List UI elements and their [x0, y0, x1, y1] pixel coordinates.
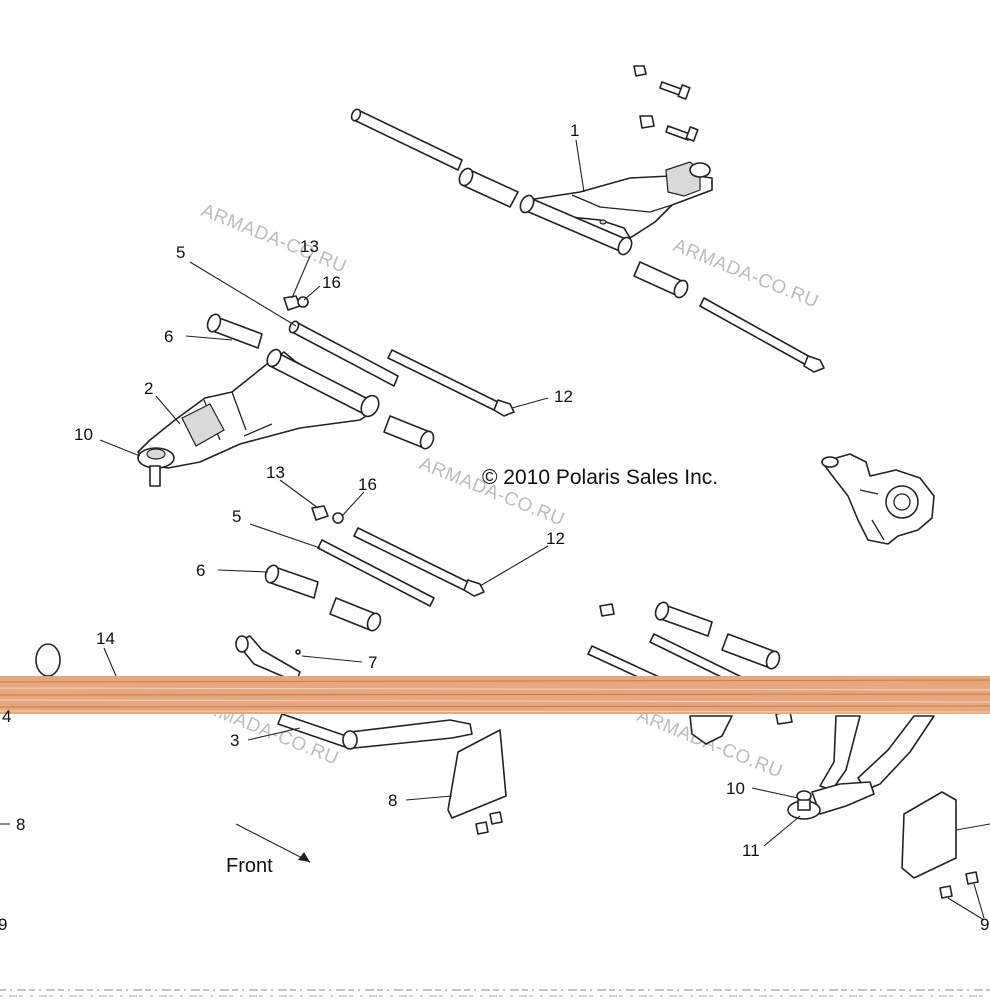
right-lower-arm — [689, 711, 935, 820]
bottom-scan-noise — [0, 989, 990, 997]
callout-13-upper: 13 — [300, 237, 319, 256]
callout-6-upper: 6 — [164, 327, 173, 346]
callout-5-lower: 5 — [232, 507, 241, 526]
callout-11: 11 — [742, 841, 760, 860]
callouts: 1 13 5 16 6 2 12 10 13 16 5 12 6 14 7 4 … — [0, 121, 989, 934]
watermark-3: ARMADA-CO.RU — [416, 453, 567, 530]
callout-14: 14 — [96, 629, 115, 648]
callout-10-right: 10 — [726, 779, 745, 798]
callout-4: 4 — [2, 707, 11, 726]
callout-16-upper: 16 — [322, 273, 341, 292]
scan-damage-band — [0, 676, 990, 714]
callout-12-upper: 12 — [554, 387, 573, 406]
callout-10-left: 10 — [74, 425, 93, 444]
callout-1: 1 — [570, 121, 579, 140]
callout-2: 2 — [144, 379, 153, 398]
callout-3: 3 — [230, 731, 239, 750]
callout-8-left: 8 — [16, 815, 25, 834]
callout-5-upper: 5 — [176, 243, 185, 262]
part-1-upper-a-arm — [350, 65, 825, 373]
part-2-left-a-arm — [137, 295, 515, 487]
front-direction-arrow — [235, 823, 311, 863]
front-label: Front — [226, 855, 273, 877]
callout-16-lower: 16 — [358, 475, 377, 494]
part-3-lower-left-arm — [35, 635, 473, 750]
callout-8-middle: 8 — [388, 791, 397, 810]
watermark-2: ARMADA-CO.RU — [670, 235, 821, 312]
watermark-1: ARMADA-CO.RU — [198, 200, 349, 277]
callout-12-lower: 12 — [546, 529, 565, 548]
steering-knuckle — [821, 453, 935, 545]
callout-7: 7 — [368, 653, 377, 672]
callout-6-lower: 6 — [196, 561, 205, 580]
lower-hardware-group — [264, 505, 485, 632]
copyright-notice: © 2010 Polaris Sales Inc. — [482, 466, 718, 489]
callout-9-left: 9 — [0, 915, 7, 934]
callout-13-lower: 13 — [266, 463, 285, 482]
skid-plates — [447, 729, 979, 899]
callout-9-right: 9 — [980, 915, 989, 934]
leader-lines — [0, 139, 990, 921]
